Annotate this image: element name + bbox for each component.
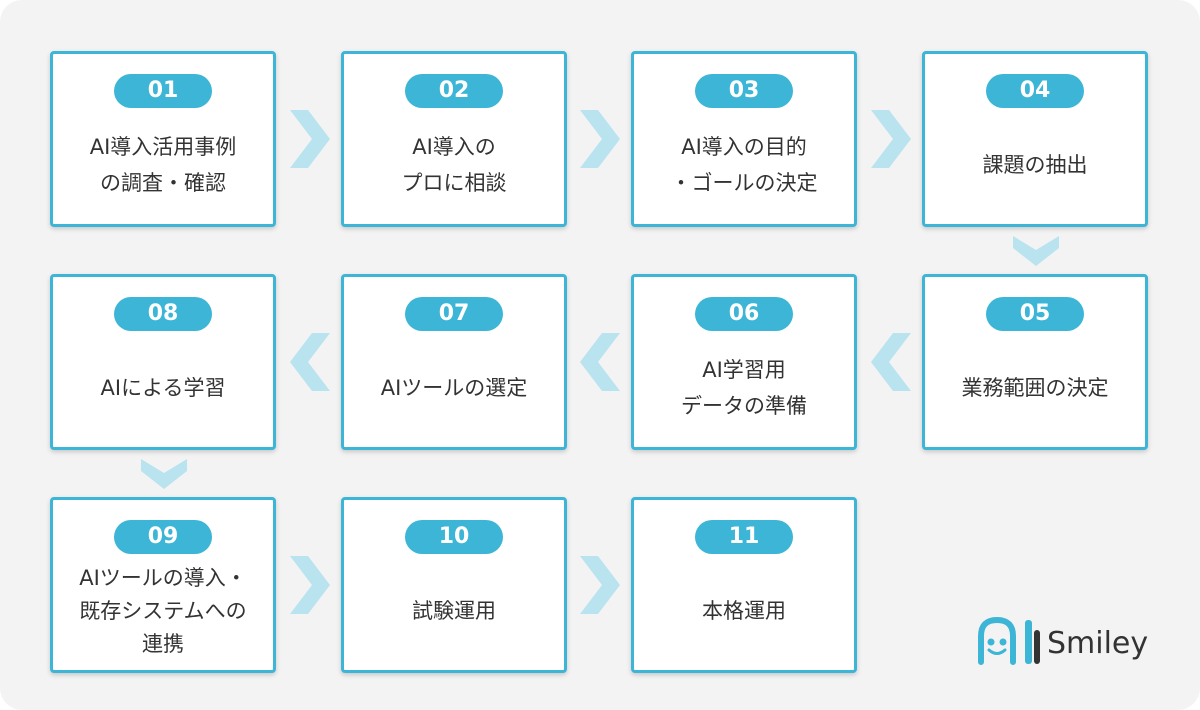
step-09-card: 09 AIツールの導入・ 既存システムへの 連携 (50, 497, 276, 673)
step-05-card: 05 業務範囲の決定 (922, 274, 1148, 450)
step-label: 試験運用 (412, 599, 496, 623)
arrow-right-icon (580, 110, 620, 168)
step-label: AI導入の プロに相談 (401, 135, 507, 195)
step-03-card: 03 AI導入の目的 ・ゴールの決定 (631, 51, 857, 227)
step-label: 課題の抽出 (982, 153, 1088, 177)
arrow-right-icon (580, 556, 620, 614)
step-number-badge: 09 (114, 520, 212, 554)
arrow-right-icon (290, 556, 330, 614)
step-06-card: 06 AI学習用 データの準備 (631, 274, 857, 450)
step-number-badge: 01 (114, 74, 212, 108)
step-label: AIによる学習 (100, 376, 226, 400)
step-04-card: 04 課題の抽出 (922, 51, 1148, 227)
step-label: 業務範囲の決定 (961, 376, 1109, 400)
step-number-badge: 10 (405, 520, 503, 554)
arrow-right-icon (871, 110, 911, 168)
step-number-badge: 05 (986, 297, 1084, 331)
step-number-badge: 06 (695, 297, 793, 331)
step-07-card: 07 AIツールの選定 (341, 274, 567, 450)
step-label: AIツールの導入・ 既存システムへの 連携 (79, 565, 247, 656)
ai-smiley-logo: Smiley (975, 612, 1155, 674)
step-number-badge: 11 (695, 520, 793, 554)
step-10-card: 10 試験運用 (341, 497, 567, 673)
step-number-badge: 02 (405, 74, 503, 108)
arrow-left-icon (580, 333, 620, 391)
arrow-down-icon (1013, 236, 1059, 266)
arrow-left-icon (290, 333, 330, 391)
arrow-left-icon (871, 333, 911, 391)
step-01-card: 01 AI導入活用事例 の調査・確認 (50, 51, 276, 227)
step-label: AI導入の目的 ・ゴールの決定 (670, 135, 818, 195)
step-11-card: 11 本格運用 (631, 497, 857, 673)
arrow-right-icon (290, 110, 330, 168)
step-02-card: 02 AI導入の プロに相談 (341, 51, 567, 227)
step-label: AIツールの選定 (380, 376, 528, 400)
step-number-badge: 07 (405, 297, 503, 331)
step-label: AI導入活用事例 の調査・確認 (89, 135, 237, 195)
step-label: AI学習用 データの準備 (681, 358, 807, 418)
step-number-badge: 03 (695, 74, 793, 108)
arrow-down-icon (141, 459, 187, 489)
step-number-badge: 04 (986, 74, 1084, 108)
step-08-card: 08 AIによる学習 (50, 274, 276, 450)
ai-smiley-logo-icon (978, 616, 1040, 665)
logo-text: Smiley (1047, 626, 1149, 661)
step-number-badge: 08 (114, 297, 212, 331)
step-label: 本格運用 (702, 599, 786, 623)
